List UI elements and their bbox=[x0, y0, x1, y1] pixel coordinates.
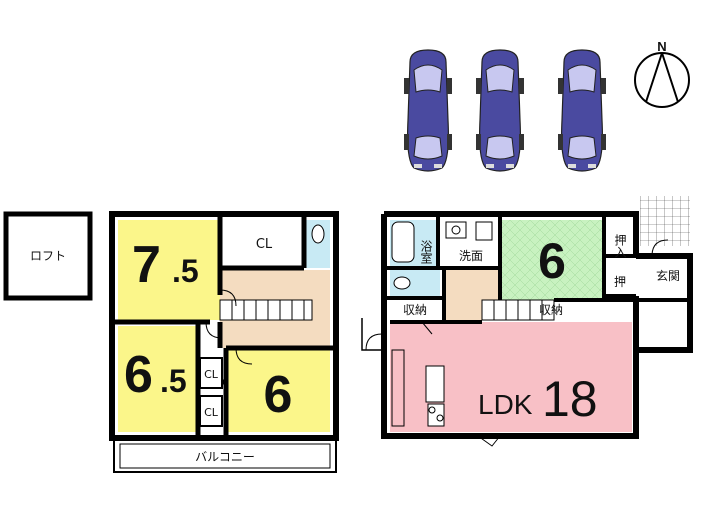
sink-icon bbox=[425, 365, 445, 403]
bathtub-icon bbox=[391, 221, 415, 263]
washer-icon bbox=[475, 221, 493, 241]
room-7-5 bbox=[118, 220, 220, 320]
toilet-icon bbox=[393, 276, 411, 290]
balcony-label: バルコニー bbox=[195, 450, 255, 464]
washitsu-number: 6 bbox=[538, 233, 566, 289]
kitchen-counter bbox=[391, 349, 405, 427]
stairs-upper bbox=[219, 299, 313, 321]
room-6-5 bbox=[118, 326, 198, 432]
car-icon bbox=[475, 49, 525, 172]
first-floor: 浴室 洗面 6 押入 押 玄関 収納 収納 LDK 18 bbox=[361, 196, 693, 447]
closet-top bbox=[228, 220, 298, 268]
closet-low-label: CL bbox=[204, 406, 219, 419]
washbasin-icon bbox=[445, 221, 467, 239]
closet-mid-label: CL bbox=[204, 368, 219, 381]
stairs-lower bbox=[481, 299, 555, 321]
room-7-5-number: 7 bbox=[132, 236, 161, 294]
car-icon bbox=[403, 49, 453, 172]
ldk-size: 18 bbox=[542, 371, 598, 427]
oshiire-label: 押入 bbox=[613, 234, 627, 258]
car-icon bbox=[557, 49, 607, 172]
room-6-upper-number: 6 bbox=[264, 366, 293, 424]
second-floor: CL 7 .5 6 .5 CL CL 6 bbox=[109, 211, 339, 441]
north-compass-icon: N bbox=[634, 39, 690, 108]
loft bbox=[3, 211, 93, 301]
genkan-label: 玄関 bbox=[656, 268, 680, 283]
ldk-prefix: LDK bbox=[478, 389, 533, 420]
room-6-5-fraction: .5 bbox=[160, 363, 187, 399]
room-6-5-number: 6 bbox=[124, 346, 153, 404]
oshi-small-label: 押 bbox=[614, 275, 626, 289]
closet-top-label: CL bbox=[256, 237, 273, 252]
bath-label-part: 浴室 bbox=[419, 240, 433, 264]
loft-label: ロフト bbox=[30, 249, 66, 263]
washitsu bbox=[500, 220, 604, 300]
washroom-label: 洗面 bbox=[459, 249, 483, 263]
storage-right-label: 収納 bbox=[539, 303, 563, 317]
compass-north-label: N bbox=[657, 39, 666, 54]
storage-left-label: 収納 bbox=[403, 303, 427, 317]
genkan-tile bbox=[640, 196, 690, 246]
room-7-5-fraction: .5 bbox=[172, 253, 199, 289]
room-6-upper bbox=[228, 350, 330, 432]
balcony bbox=[113, 439, 337, 473]
